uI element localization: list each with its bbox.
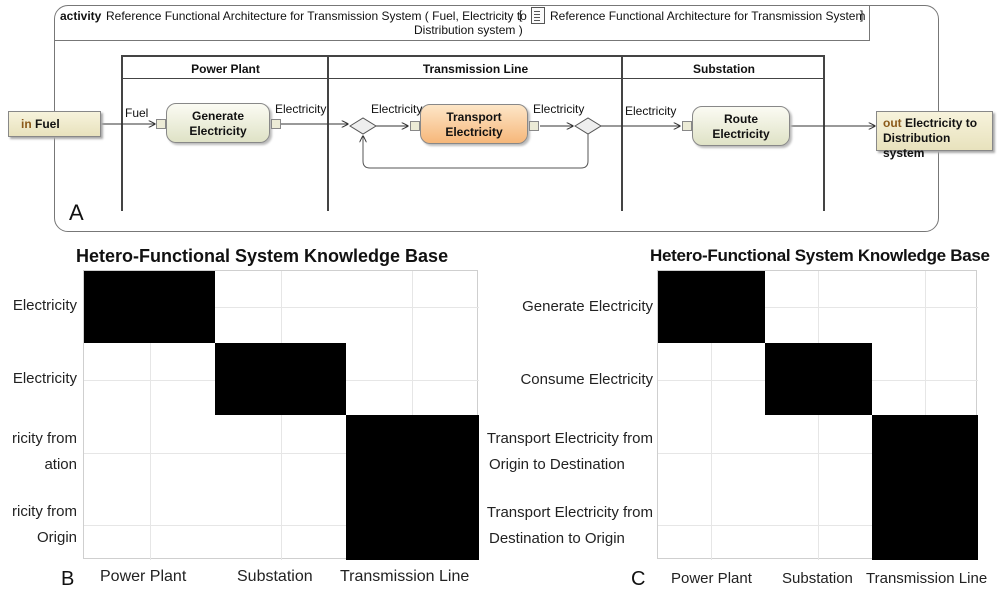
diagram-document-icon [531,7,545,24]
action-transport-line2: Electricity [445,125,503,139]
matrix-c-row-label-1: Generate Electricity [522,298,653,315]
action-transport-electricity[interactable]: Transport Electricity [420,104,528,144]
flow-label-generate-out: Electricity [275,102,327,116]
panel-letter-a: A [69,200,84,225]
gridline [658,525,978,526]
gridline [84,453,479,454]
activity-reference-name: Reference Functional Architecture for Tr… [550,9,866,23]
activity-title-line2: Distribution system ) [414,23,523,37]
decision-node [574,117,602,135]
flow-label-transport-out: Electricity [533,102,585,116]
gridline [281,271,282,560]
pin-transport-in [410,121,420,131]
action-generate-line2: Electricity [189,124,247,138]
ref-bracket-close: ] [860,8,864,22]
lane-substation: Substation [621,55,825,211]
action-generate-electricity[interactable]: Generate Electricity [166,103,270,143]
param-direction-in: in [21,117,32,131]
matrix-c-row-label-3b: Origin to Destination [489,456,625,473]
matrix-c-cell-r3r4-c3 [872,415,978,560]
activity-keyword: activity [60,9,102,23]
gridline [84,307,479,308]
output-parameter-electricity[interactable]: out Electricity to Distribution system [876,111,993,160]
lane-right-border [823,55,825,211]
matrix-b-row-label-3b: ation [44,456,77,473]
panel-letter-c: C [631,568,646,590]
matrix-b-col-label-3: Transmission Line [340,568,470,585]
matrix-b-row-label-2: Electricity [12,370,77,387]
matrix-b-col-label-2: Substation [237,568,313,585]
lane-power-plant: Power Plant [121,55,328,211]
matrix-b-title: Hetero-Functional System Knowledge Base [76,246,449,266]
matrix-c-cell-r1-c1 [658,271,765,343]
matrix-b-row-label-4b: Origin [36,529,77,546]
matrix-b-row-label-4a: ricity from [12,503,77,520]
gridline [658,453,978,454]
matrix-b [83,270,479,560]
gridline [711,271,712,560]
action-transport-line1: Transport [446,110,502,124]
flow-label-transport-in: Electricity [371,102,423,116]
matrix-b-row-label-3a: ricity from [12,430,77,447]
swimlanes: Power Plant Transmission Line Substation [121,55,825,211]
action-route-line2: Electricity [712,127,770,141]
control-flows [101,117,997,169]
activity-header [54,5,870,41]
action-generate-line1: Generate [191,109,245,123]
matrix-b-cell-r2-c2 [215,343,346,415]
matrix-b-row-label-1: Electricity [12,297,77,314]
matrix-b-cell-r1-c1 [84,271,215,343]
matrix-c [657,270,978,560]
pin-route-in [682,121,692,131]
input-parameter-fuel[interactable]: in Fuel [8,111,101,137]
matrix-c-row-label-2: Consume Electricity [520,371,653,388]
param-name-out-line1: Electricity to [905,116,978,130]
flow-label-route-in: Electricity [625,104,677,118]
matrix-c-col-label-3: Transmission Line [866,570,988,587]
action-route-line1: Route [724,112,758,126]
param-name-out-line2: Distribution system [883,131,951,160]
matrix-c-row-label-4b: Destination to Origin [489,530,625,547]
gridline [818,271,819,560]
lane-transmission-line-header: Transmission Line [329,55,622,79]
gridline [150,271,151,560]
pin-generate-in [156,119,166,129]
param-name-fuel: Fuel [35,117,60,131]
activity-title-line1: Reference Functional Architecture for Tr… [106,9,527,23]
pin-generate-out [271,119,281,129]
merge-node [349,117,377,135]
matrix-c-cell-r2-c2 [765,343,872,415]
lane-power-plant-header: Power Plant [123,55,328,79]
matrix-c-row-label-3a: Transport Electricity from [486,430,653,447]
gridline [658,307,978,308]
lane-substation-header: Substation [623,55,825,79]
action-route-electricity[interactable]: Route Electricity [692,106,790,146]
matrix-b-col-label-1: Power Plant [100,568,187,585]
matrix-c-title: Hetero-Functional System Knowledge Base [650,246,990,265]
matrix-b-cell-r3r4-c3 [346,415,479,560]
lane-transmission-line: Transmission Line [327,55,622,211]
flow-label-fuel: Fuel [125,106,149,120]
matrix-c-col-label-2: Substation [782,570,853,587]
ref-bracket-open: [ [519,8,523,22]
gridline [84,525,479,526]
matrix-c-row-label-4a: Transport Electricity from [486,504,653,521]
matrix-c-col-label-1: Power Plant [671,570,752,587]
flow-loop-back [363,134,589,169]
param-direction-out: out [883,116,902,130]
panel-letter-b: B [61,568,75,590]
pin-transport-out [529,121,539,131]
